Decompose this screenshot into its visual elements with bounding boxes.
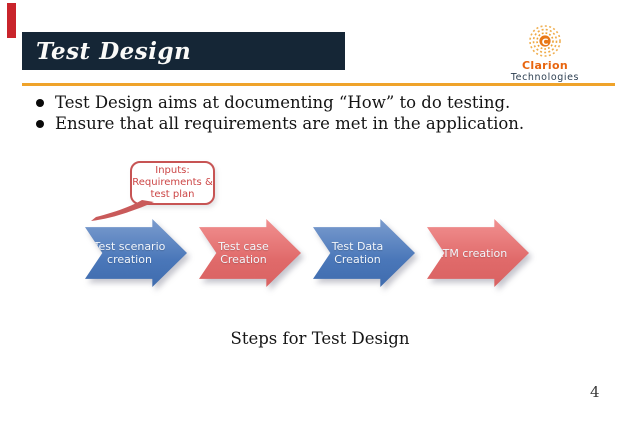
bullet-text: Test Design aims at documenting “How” to…	[55, 93, 511, 112]
step-label: creation	[107, 253, 152, 266]
process-step-test-case-creation: Test case Creation	[199, 219, 301, 287]
diagram-caption: Steps for Test Design	[230, 329, 410, 348]
step-label: Test scenario	[93, 240, 166, 253]
process-diagram: Test scenario creation Test case Creatio…	[0, 219, 638, 287]
callout-line: Requirements &	[132, 177, 213, 188]
step-label: Test Data	[331, 240, 384, 253]
bullet-text: Ensure that all requirements are met in …	[55, 114, 525, 133]
inputs-callout: Inputs: Requirements & test plan	[130, 161, 215, 205]
logo-name: Clarion	[522, 59, 568, 72]
process-step-rtm-creation: RTM creation	[427, 219, 529, 287]
callout-line: test plan	[150, 189, 195, 200]
page-number: 4	[590, 383, 600, 401]
title-banner: Test Design	[22, 32, 345, 70]
process-step-test-scenario-creation: Test scenario creation	[85, 219, 187, 287]
bullet-dot-icon	[36, 120, 44, 128]
bullet-dot-icon	[36, 99, 44, 107]
page-title: Test Design	[36, 37, 192, 65]
step-label: RTM creation	[435, 246, 508, 260]
accent-bar	[7, 3, 16, 38]
callout-tail	[91, 200, 154, 221]
bullet-item: Test Design aims at documenting “How” to…	[30, 93, 524, 114]
logo-subtitle: Technologies	[510, 72, 580, 83]
svg-text:C: C	[542, 38, 549, 48]
step-label: Creation	[334, 253, 381, 266]
sunburst-c-icon: C	[529, 25, 561, 57]
step-label: Creation	[220, 253, 267, 266]
bullet-item: Ensure that all requirements are met in …	[30, 114, 524, 135]
callout-line: Inputs:	[155, 165, 190, 176]
step-label: Test case	[218, 240, 269, 253]
process-step-test-data-creation: Test Data Creation	[313, 219, 415, 287]
title-underline	[22, 83, 615, 86]
bullet-list: Test Design aims at documenting “How” to…	[30, 93, 524, 135]
company-logo: C Clarion Technologies	[490, 24, 600, 83]
